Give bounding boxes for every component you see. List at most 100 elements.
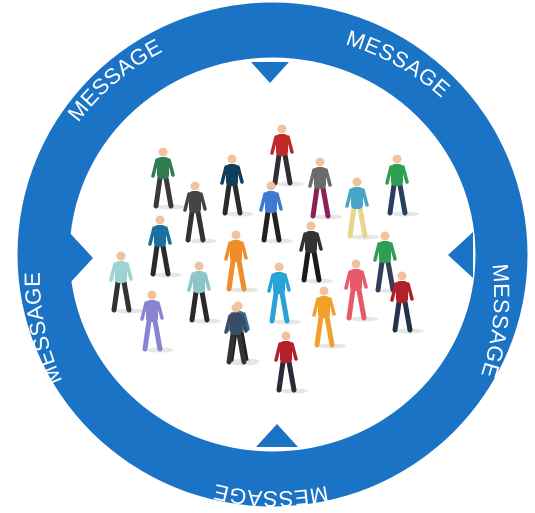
person-head — [277, 124, 287, 134]
person-arms — [224, 314, 248, 334]
walking-person-16 — [267, 262, 301, 325]
walking-person-19 — [140, 290, 174, 353]
walking-person-20 — [224, 303, 258, 366]
person-head — [116, 251, 126, 261]
person-torso — [230, 313, 242, 335]
person-torso — [379, 241, 391, 263]
person-arms — [373, 242, 397, 262]
person-torso — [115, 261, 127, 283]
walking-person-2 — [183, 181, 217, 244]
person-legs — [261, 209, 282, 243]
crowd-group — [109, 124, 424, 394]
person-head — [274, 262, 284, 272]
person-arms — [390, 282, 414, 302]
walking-person-8 — [259, 181, 293, 244]
person-head — [266, 181, 276, 191]
person-torso — [154, 225, 166, 247]
walking-person-9 — [148, 215, 182, 278]
arrow-notch-bottom-icon — [256, 424, 298, 447]
person-torso — [350, 269, 362, 291]
person-arms — [385, 165, 409, 185]
person-torso — [391, 164, 403, 186]
person-torso — [314, 167, 326, 189]
person-head — [352, 177, 362, 187]
person-head — [231, 230, 241, 240]
person-head — [155, 215, 165, 225]
walking-person-5 — [308, 157, 342, 220]
walking-person-21 — [312, 286, 346, 349]
person-head — [227, 154, 237, 164]
person-torso — [351, 187, 363, 209]
walking-person-15 — [109, 251, 143, 314]
person-head — [194, 261, 204, 271]
person-legs — [301, 249, 322, 283]
person-legs — [392, 299, 413, 333]
person-torso — [396, 281, 408, 303]
arrow-notch-right-icon — [448, 232, 473, 278]
person-head — [315, 157, 325, 167]
person-legs — [387, 182, 408, 216]
person-legs — [111, 279, 132, 313]
arrow-notch-top-icon — [251, 62, 289, 83]
person-head — [380, 231, 390, 241]
person-head — [397, 271, 407, 281]
person-arms — [312, 297, 336, 317]
person-legs — [346, 287, 367, 321]
person-legs — [276, 359, 297, 393]
person-head — [147, 290, 157, 300]
person-legs — [314, 314, 335, 348]
person-torso — [226, 164, 238, 186]
person-legs — [226, 258, 247, 292]
person-torso — [273, 272, 285, 294]
walking-person-6 — [385, 154, 419, 217]
person-torso — [230, 240, 242, 262]
person-legs — [142, 318, 163, 352]
person-torso — [276, 134, 288, 156]
person-legs — [153, 175, 174, 209]
person-head — [351, 259, 361, 269]
arrow-notch-left-icon — [69, 232, 93, 284]
person-arms — [187, 272, 211, 292]
person-head — [306, 221, 316, 231]
walking-person-7 — [345, 177, 379, 240]
walking-person-12 — [299, 221, 333, 284]
person-torso — [189, 191, 201, 213]
person-legs — [375, 259, 396, 293]
person-legs — [150, 243, 171, 277]
walking-person-18 — [390, 271, 424, 334]
walking-person-3 — [220, 154, 254, 217]
person-legs — [269, 290, 290, 324]
person-torso — [280, 341, 292, 363]
walking-person-1 — [151, 147, 185, 210]
person-arms — [345, 188, 369, 208]
person-head — [392, 154, 402, 164]
person-arms — [274, 342, 298, 362]
person-arms — [299, 232, 323, 252]
person-arms — [344, 270, 368, 290]
person-head — [231, 303, 241, 313]
person-arms — [183, 192, 207, 212]
person-torso — [146, 300, 158, 322]
person-arms — [148, 226, 172, 246]
person-torso — [193, 271, 205, 293]
person-head — [190, 181, 200, 191]
walking-person-4 — [270, 124, 304, 187]
person-arms — [259, 192, 283, 212]
walking-person-14 — [187, 261, 221, 324]
person-arms — [220, 165, 244, 185]
person-arms — [140, 301, 164, 321]
person-legs — [226, 331, 247, 365]
person-arms — [308, 168, 332, 188]
person-arms — [270, 135, 294, 155]
person-legs — [272, 152, 293, 186]
person-head — [281, 331, 291, 341]
person-head — [158, 147, 168, 157]
person-head — [319, 286, 329, 296]
person-legs — [347, 205, 368, 239]
person-legs — [185, 209, 206, 243]
person-legs — [310, 185, 331, 219]
walking-person-11 — [224, 230, 258, 293]
person-torso — [318, 296, 330, 318]
